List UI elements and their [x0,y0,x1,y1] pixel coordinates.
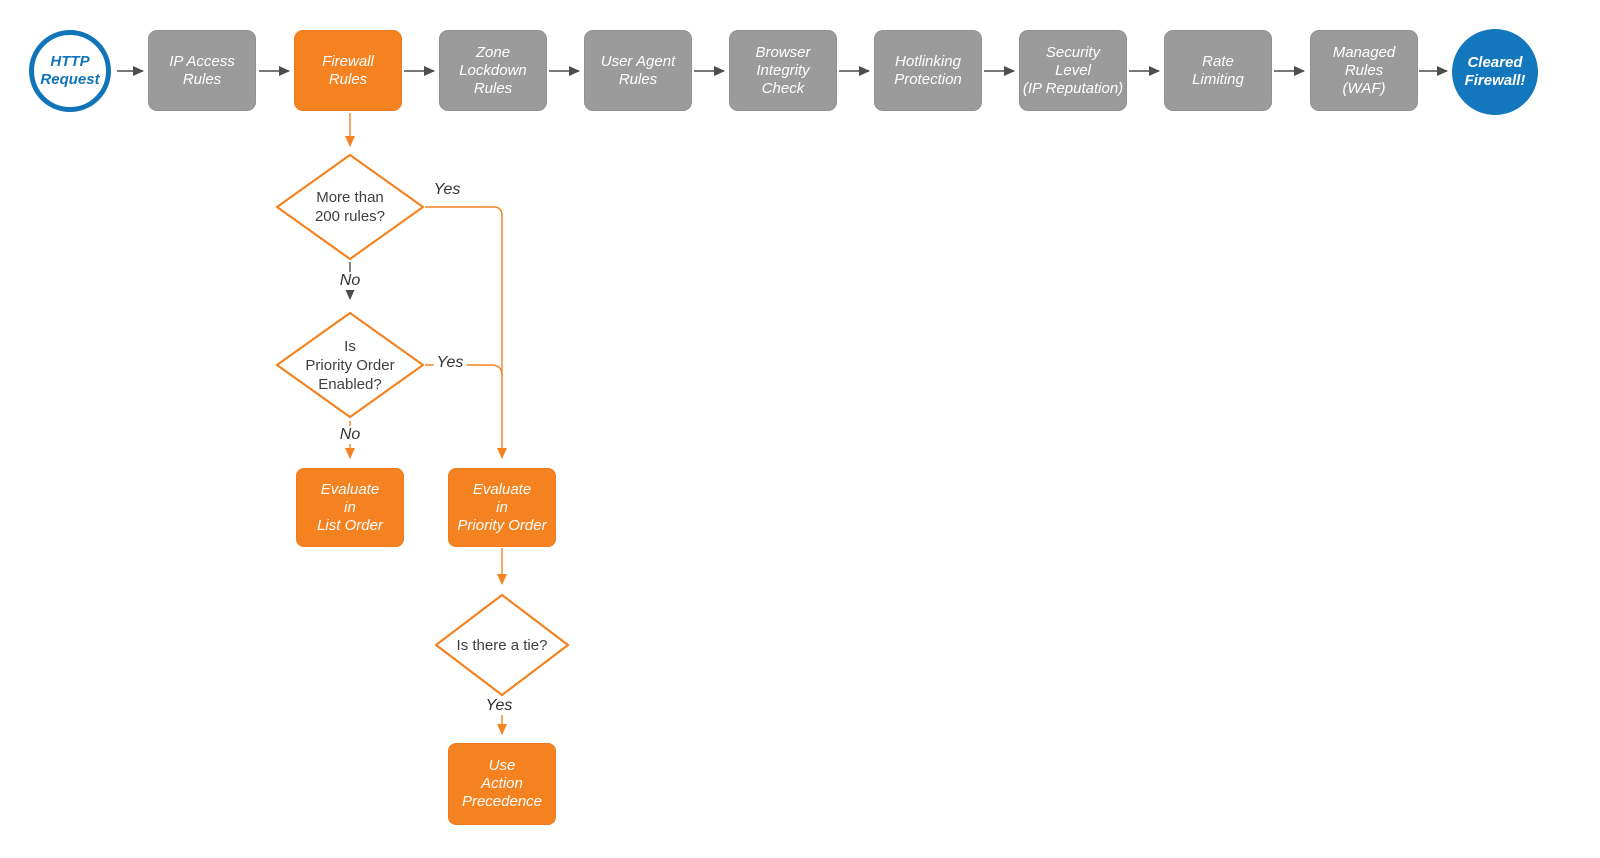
decision-question: Is Priority Order Enabled? [305,337,395,393]
stage-label: Browser Integrity Check [755,43,811,97]
stage-user-agent-rules: User Agent Rules [584,30,692,111]
decision-priority-order-enabled: Is Priority Order Enabled? [275,311,425,419]
action-label: Evaluate in List Order [317,480,383,534]
diamond-shape [434,593,570,697]
edge-label-no-decision2: No [336,426,364,444]
stage-ip-access-rules: IP Access Rules [148,30,256,111]
end-node-label: Cleared Firewall! [1464,54,1526,89]
action-label: Use Action Precedence [461,757,543,810]
edge-label-yes-decision1: Yes [430,181,464,199]
stage-hotlinking-protection: Hotlinking Protection [874,30,982,111]
line-decision2-yes-merge [425,364,503,376]
end-node-cleared-firewall: Cleared Firewall! [1452,29,1538,115]
start-node-label: HTTP Request [40,53,100,88]
diamond-shape [275,153,425,261]
decision-question: More than 200 rules? [314,189,386,225]
action-use-action-precedence: Use Action Precedence [448,743,556,825]
stage-label: Rate Limiting [1192,52,1244,88]
start-node-http-request: HTTP Request [29,30,111,112]
decision-is-there-a-tie: Is there a tie? [434,593,570,697]
stage-label: User Agent Rules [600,52,676,88]
action-evaluate-in-priority-order: Evaluate in Priority Order [448,468,556,547]
stage-label: Firewall Rules [322,52,374,88]
edge-label-yes-decision3: Yes [482,697,516,715]
stage-security-level: Security Level (IP Reputation) [1019,30,1127,111]
edge-label-yes-decision2: Yes [433,354,467,372]
decision-question: Is there a tie? [456,636,548,654]
stage-label: Zone Lockdown Rules [459,43,527,97]
action-evaluate-in-list-order: Evaluate in List Order [296,468,404,547]
stage-managed-rules-waf: Managed Rules (WAF) [1310,30,1418,111]
diamond-shape [275,311,425,419]
action-label: Evaluate in Priority Order [457,480,547,534]
stage-firewall-rules: Firewall Rules [294,30,402,111]
stage-label: Hotlinking Protection [894,52,962,88]
decision-more-than-200-rules: More than 200 rules? [275,153,425,261]
stage-label: IP Access Rules [169,52,235,88]
stage-label: Managed Rules (WAF) [1332,43,1396,97]
arrow-decision1-yes-to-priority [425,206,507,459]
stage-rate-limiting: Rate Limiting [1164,30,1272,111]
stage-label: Security Level (IP Reputation) [1022,43,1124,97]
stage-zone-lockdown-rules: Zone Lockdown Rules [439,30,547,111]
edge-label-no-decision1: No [336,272,364,290]
stage-browser-integrity-check: Browser Integrity Check [729,30,837,111]
